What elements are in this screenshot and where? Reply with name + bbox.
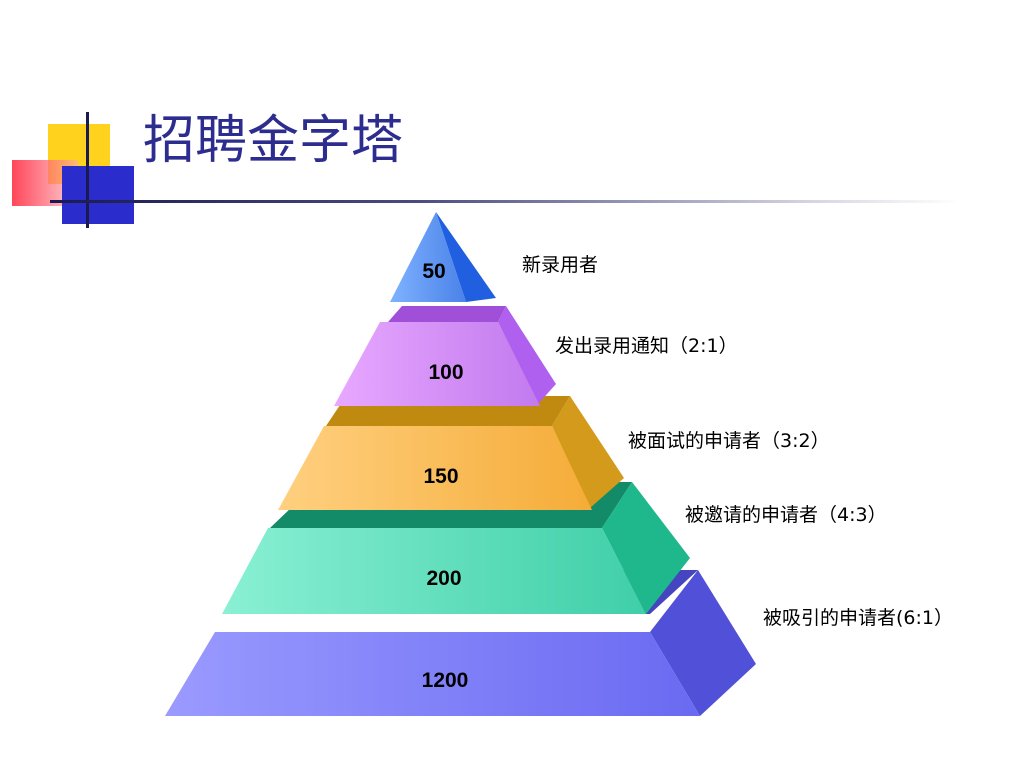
tier-5-front <box>165 632 700 716</box>
tier-1-value: 50 <box>422 260 445 283</box>
slide-title: 招聘金字塔 <box>143 111 404 171</box>
title-underline <box>50 200 960 203</box>
tier-1-label: 新录用者 <box>522 254 599 276</box>
logo-blue-square <box>62 166 134 224</box>
tier-3-front <box>278 426 592 510</box>
pyramid-tier-1: 50 <box>390 212 496 302</box>
tier-3-value: 150 <box>423 465 458 488</box>
tier-4-front <box>222 528 646 614</box>
tier-2-label: 发出录用通知（2:1） <box>555 335 738 357</box>
tier-5-value: 1200 <box>422 669 469 692</box>
tier-4-label: 被邀请的申请者（4:3） <box>685 504 887 526</box>
tier-2-side <box>498 306 556 404</box>
tier-5-side <box>650 570 756 716</box>
tier-4-value: 200 <box>426 567 461 590</box>
tier-4-side <box>602 482 690 614</box>
tier-2-top <box>388 306 506 322</box>
pyramid-tier-2: 100 <box>334 306 556 406</box>
tier-1-front <box>390 212 466 302</box>
tier-3-label: 被面试的申请者（3:2） <box>628 430 830 452</box>
tier-5-label: 被吸引的申请者(6:1） <box>763 607 953 629</box>
tier-3-side <box>552 396 624 508</box>
tier-1-side <box>436 212 496 302</box>
tier-2-front <box>334 322 540 406</box>
pyramid-tier-3: 150 <box>278 396 624 510</box>
tier-2-value: 100 <box>428 361 463 384</box>
logo-vertical-line <box>86 112 89 228</box>
